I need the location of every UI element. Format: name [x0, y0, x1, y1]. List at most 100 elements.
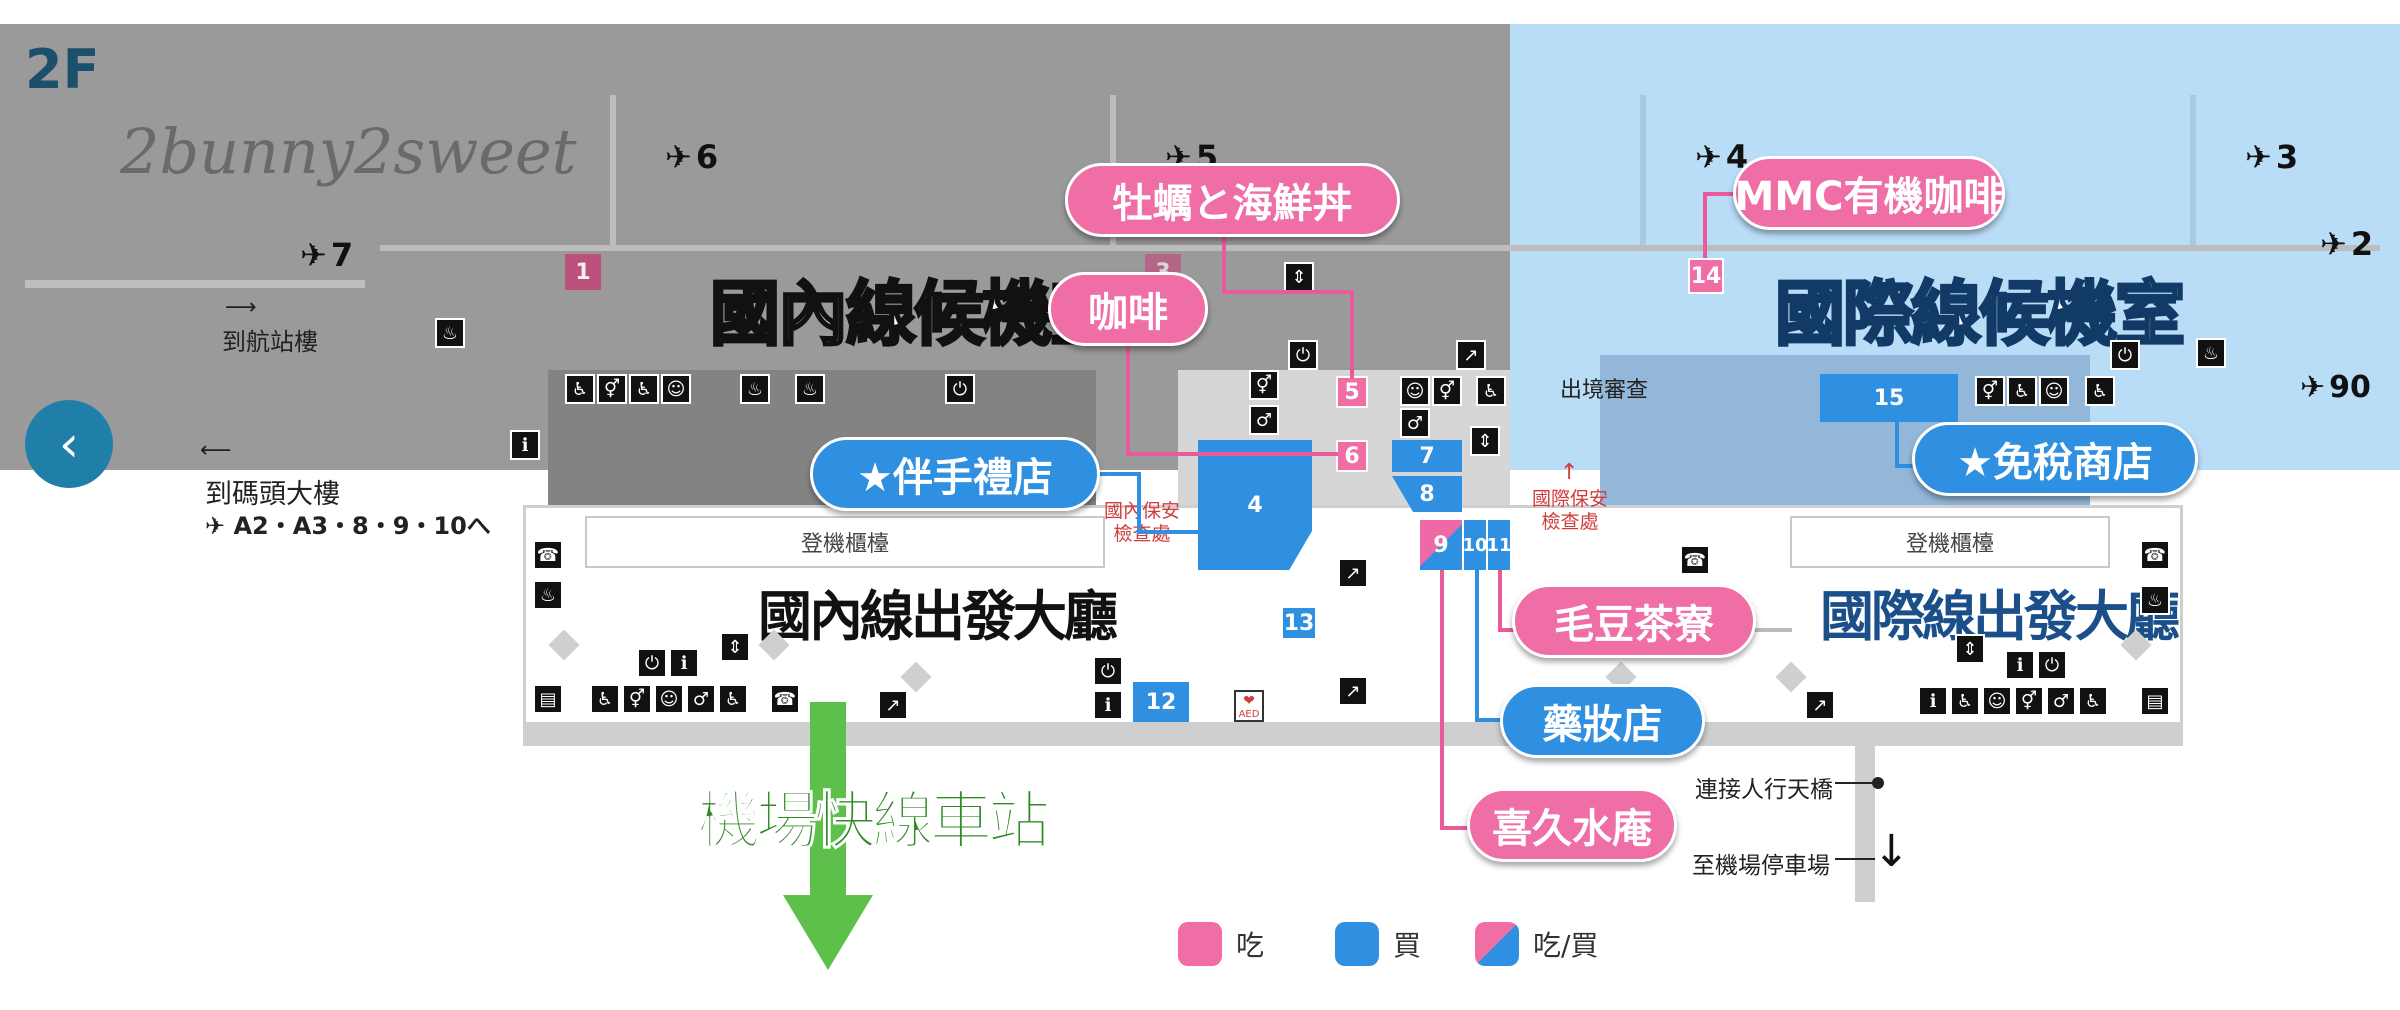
shop-6[interactable]: 6: [1336, 440, 1368, 472]
info-icon: ℹ: [1093, 690, 1123, 720]
callout-line: [1498, 628, 1518, 632]
domestic-security-label: 國內保安檢查處: [1103, 500, 1180, 545]
shop-12[interactable]: 12: [1133, 682, 1189, 722]
toilet-icon: ⚥: [597, 374, 627, 404]
callout-drugstore[interactable]: 藥妝店: [1500, 684, 1705, 758]
back-arrow-icon[interactable]: ‹: [25, 400, 113, 488]
elevator-icon: ⇕: [1955, 634, 1985, 664]
power-outlet-icon: ⏻: [1288, 340, 1318, 370]
callout-line: [1498, 570, 1502, 630]
toilet-icon: ♂: [2046, 686, 2076, 716]
callout-line: [1752, 628, 1792, 632]
callout-duty-free[interactable]: ★免稅商店: [1912, 422, 2198, 496]
plane-icon: ✈: [2300, 370, 2326, 405]
smoking-icon: ♨: [533, 580, 563, 610]
callout-line: [1126, 452, 1338, 456]
shop-14[interactable]: 14: [1688, 258, 1724, 294]
international-hall-title: 國際線出發大廳: [1820, 585, 2180, 648]
arrow-left-icon: ⟵: [200, 438, 232, 463]
callout-oyster-seafood[interactable]: 牡蠣と海鮮丼: [1065, 163, 1400, 237]
gate-6: ✈6: [665, 138, 719, 176]
callout-line: [1895, 464, 1927, 468]
rail-station-title: 機場快線車站: [697, 784, 1050, 858]
shop-13[interactable]: 13: [1283, 608, 1315, 638]
plane-icon: ✈: [665, 138, 692, 176]
elevator-icon: ⇕: [1284, 262, 1314, 292]
escalator-icon: ↗: [1805, 690, 1835, 720]
international-security-label: 國際保安檢查處: [1531, 488, 1608, 533]
gate-90: ✈90: [2300, 370, 2371, 405]
connector-line: [1835, 858, 1875, 860]
shop-7[interactable]: 7: [1392, 440, 1462, 472]
skybridge-path: [1855, 722, 1875, 902]
callout-line: [1222, 234, 1226, 294]
smoking-icon: ♨: [2196, 338, 2226, 368]
corridor: [25, 280, 365, 288]
watermark: 2bunny2sweet: [120, 115, 577, 188]
callout-line: [1126, 345, 1130, 455]
toilet-icon: ♂: [1249, 405, 1279, 435]
toilet-icon: ⚥: [1975, 376, 2005, 406]
locker-icon: ▤: [533, 684, 563, 714]
callout-line: [1350, 290, 1354, 378]
plane-icon: ✈: [205, 512, 226, 540]
checkin-counter-international: 登機櫃檯: [1790, 516, 2110, 568]
shop-15[interactable]: 15: [1820, 374, 1958, 422]
gate-3: ✈3: [2245, 138, 2299, 176]
callout-mmc-coffee[interactable]: MMC有機咖啡: [1733, 156, 2005, 230]
callout-line: [1222, 290, 1354, 294]
legend-swatch: [1335, 922, 1379, 966]
parking-label: 至機場停車場: [1692, 853, 1830, 879]
callout-kikyu-suian[interactable]: 喜久水庵: [1467, 788, 1677, 862]
corridor: [610, 95, 616, 245]
plane-icon: ✈: [2320, 225, 2347, 263]
toilet-icon: ⚥: [1249, 370, 1279, 400]
shop-11[interactable]: 11: [1486, 520, 1512, 570]
pier-gates-label: ✈ A2・A3・8・9・10へ: [205, 512, 491, 540]
accessible-icon: ♿: [2085, 376, 2115, 406]
power-outlet-icon: ⏻: [2037, 650, 2067, 680]
phone-icon: ☎: [2140, 540, 2170, 570]
elevator-icon: ⇕: [720, 632, 750, 662]
arrow-right-icon: ⟶: [225, 295, 257, 320]
callout-line: [1137, 472, 1141, 532]
plane-icon: ✈: [2245, 138, 2272, 176]
callout-edamame-teahouse[interactable]: 毛豆茶寮: [1512, 584, 1756, 658]
info-icon: ℹ: [669, 648, 699, 678]
shop-5[interactable]: 5: [1336, 376, 1368, 408]
shop-9[interactable]: 9: [1420, 520, 1462, 570]
callout-souvenir-shop[interactable]: ★伴手禮店: [810, 437, 1100, 511]
shop-1[interactable]: 1: [565, 254, 601, 290]
plane-icon: ✈: [300, 236, 327, 274]
accessible-icon: ♿: [2078, 686, 2108, 716]
to-pier-label: 到碼頭大樓: [205, 479, 340, 510]
phone-icon: ☎: [770, 684, 800, 714]
wheelchair-icon: ♿: [629, 374, 659, 404]
wheelchair-icon: ♿: [1950, 686, 1980, 716]
escalator-icon: ↗: [878, 690, 908, 720]
corridor: [2190, 95, 2196, 245]
family-icon: ☺: [2039, 376, 2069, 406]
domestic-hall-title: 國內線出發大廳: [758, 585, 1118, 648]
elevator-icon: ⇕: [1470, 426, 1500, 456]
shop-4[interactable]: 4: [1198, 440, 1312, 570]
accessible-icon: ♿: [718, 684, 748, 714]
locker-icon: ▤: [2140, 686, 2170, 716]
legend-eat-buy: 吃/買: [1475, 922, 1598, 966]
down-arrow-icon: ↓: [1873, 826, 1910, 877]
rail-arrow-shaft: [810, 702, 846, 902]
up-arrow-icon: ↑: [1560, 460, 1579, 485]
rail-arrow-head: [783, 895, 873, 970]
accessible-icon: ♿: [565, 374, 595, 404]
family-icon: ☺: [1982, 686, 2012, 716]
shop-10[interactable]: 10: [1462, 520, 1488, 570]
wheelchair-icon: ♿: [590, 684, 620, 714]
escalator-icon: ↗: [1456, 340, 1486, 370]
info-icon: ℹ: [2005, 650, 2035, 680]
callout-line: [1096, 472, 1141, 476]
power-outlet-icon: ⏻: [2110, 340, 2140, 370]
callout-coffee[interactable]: 咖啡: [1048, 272, 1208, 346]
callout-line: [1137, 530, 1199, 534]
legend-eat: 吃: [1178, 922, 1264, 966]
hall-edge: [523, 722, 2183, 746]
